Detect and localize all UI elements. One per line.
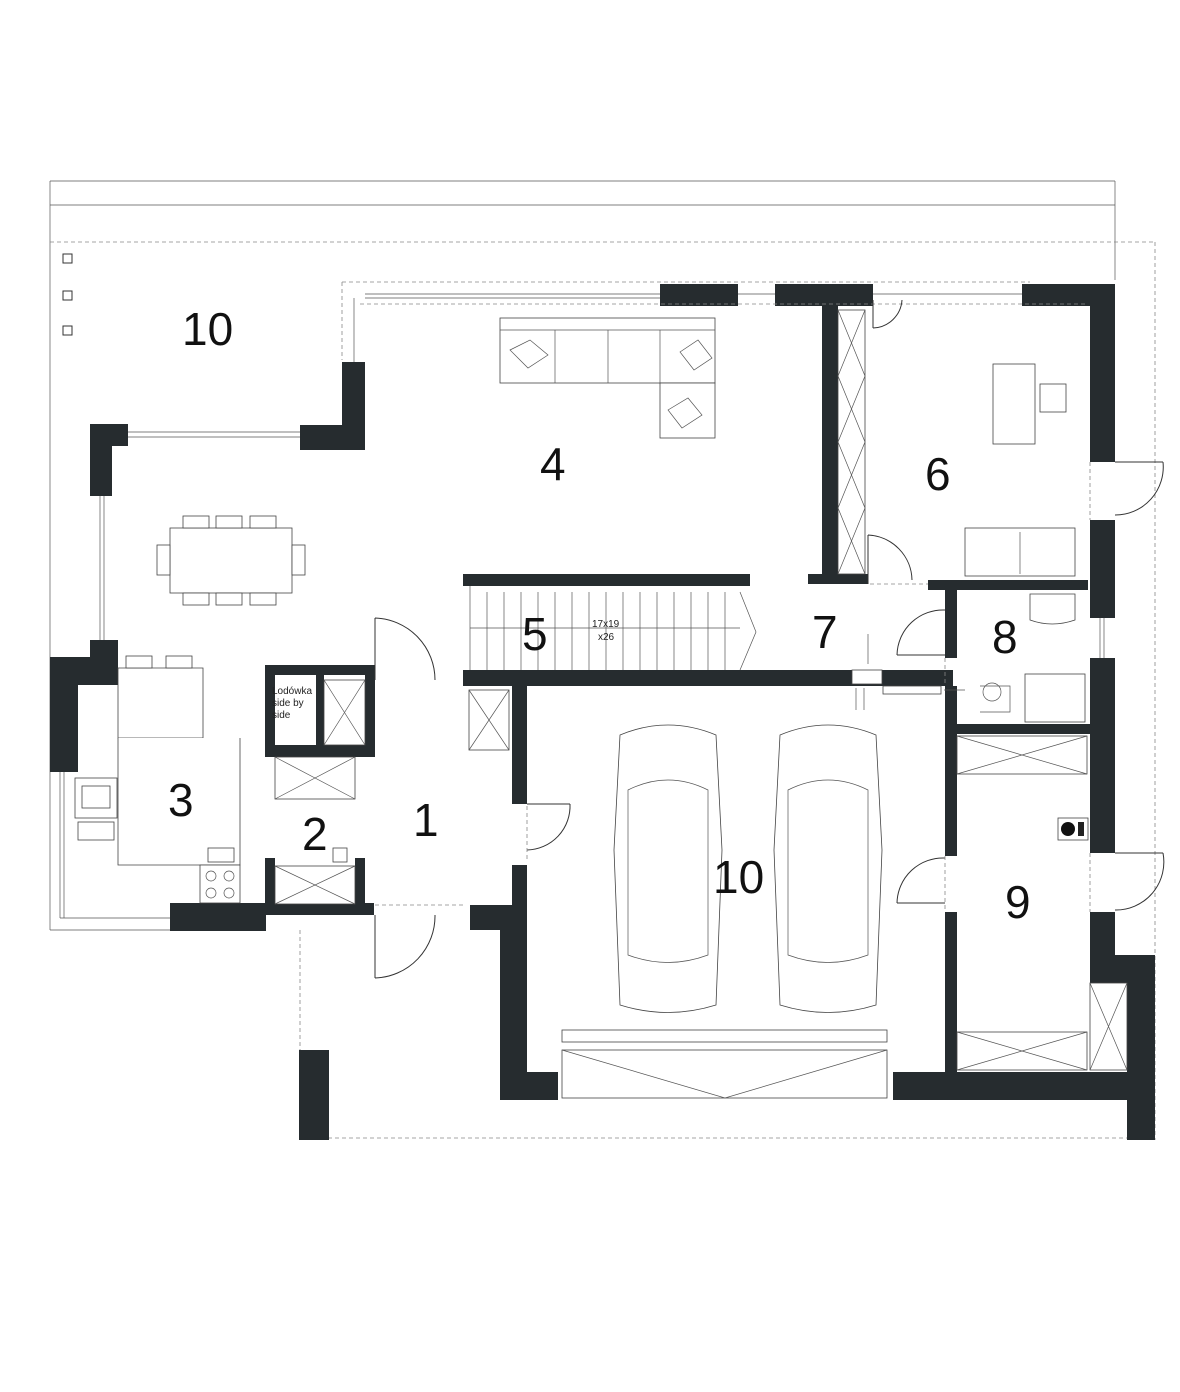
room-label-1: 1 <box>413 794 439 846</box>
fridge-note-line2: side by <box>272 698 304 709</box>
room-label-8: 8 <box>992 611 1018 663</box>
garage-cars <box>561 724 888 1099</box>
doors <box>374 299 1165 979</box>
boiler <box>1057 817 1089 841</box>
room-label-5: 5 <box>522 608 548 660</box>
room-label-4: 4 <box>540 438 566 490</box>
room-labels: 10 4 6 5 7 8 3 1 2 10 9 <box>168 303 1031 928</box>
bathroom-fixtures <box>851 593 1086 723</box>
office-furniture <box>964 363 1076 577</box>
room-label-terrace: 10 <box>182 303 233 355</box>
room-label-3: 3 <box>168 774 194 826</box>
windows <box>59 293 1105 919</box>
room-label-2: 2 <box>302 808 328 860</box>
room-label-garage: 10 <box>713 851 764 903</box>
closets <box>274 309 1128 1071</box>
dining-table <box>156 515 306 606</box>
room-label-7: 7 <box>812 606 838 658</box>
thresholds <box>375 462 1091 912</box>
living-sofa <box>499 317 716 439</box>
fridge-note-line3: side <box>272 710 291 721</box>
walls <box>50 284 1155 1140</box>
kitchen-counters <box>74 655 348 904</box>
room-label-9: 9 <box>1005 876 1031 928</box>
plan-notes: 17x19 x26 Lodówka side by side <box>272 619 620 721</box>
stairs-note-line1: 17x19 <box>592 619 620 630</box>
room-label-6: 6 <box>925 448 951 500</box>
fridge-note-line1: Lodówka <box>272 686 312 697</box>
stairs-note-line2: x26 <box>598 632 615 643</box>
terrace-posts <box>62 253 73 336</box>
outline-lines <box>49 180 1156 1140</box>
staircase <box>469 586 757 671</box>
